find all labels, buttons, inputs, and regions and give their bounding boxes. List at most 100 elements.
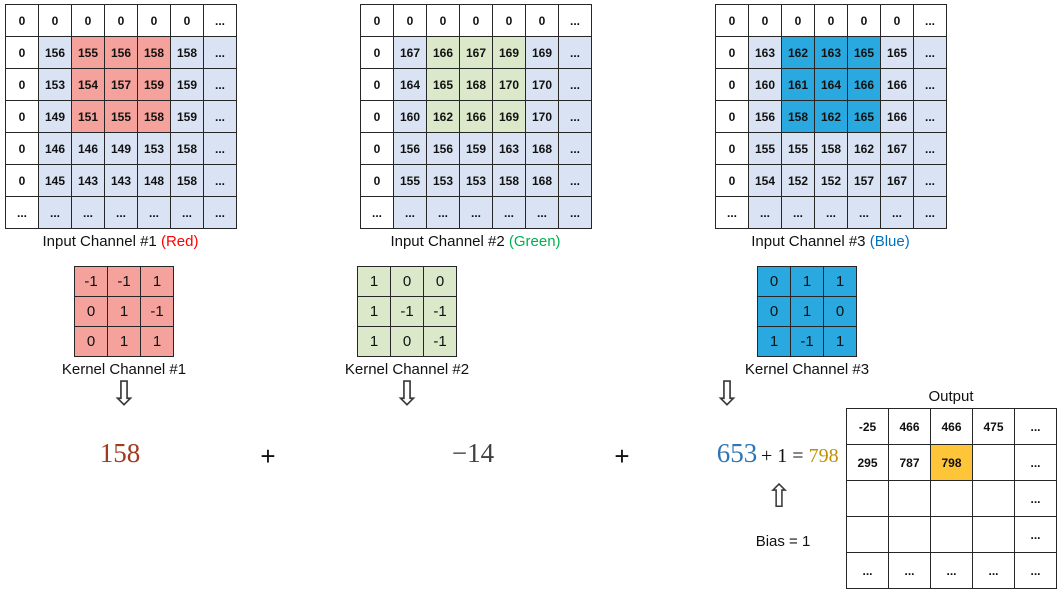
- input-cell: 158: [137, 36, 171, 69]
- input-cell: 152: [781, 164, 815, 197]
- input-cell: 0: [492, 4, 526, 37]
- output-cell: [972, 480, 1015, 517]
- input-cell: 163: [492, 132, 526, 165]
- input-cell: 157: [104, 68, 138, 101]
- output-cell: 466: [888, 408, 931, 445]
- output-cell: ...: [1014, 444, 1057, 481]
- kernel-cell: -1: [390, 296, 424, 327]
- input-cell: 149: [38, 100, 72, 133]
- input-cell: 0: [104, 4, 138, 37]
- input-cell: ...: [781, 196, 815, 229]
- input-cell: 169: [525, 36, 559, 69]
- input-cell: ...: [814, 196, 848, 229]
- output-cell: 787: [888, 444, 931, 481]
- output-cell: ...: [930, 552, 973, 589]
- kernel-cell: 1: [790, 266, 824, 297]
- output-cell: [930, 516, 973, 553]
- input-cell: ...: [558, 164, 592, 197]
- kernel-cell: -1: [423, 296, 457, 327]
- input-cell: 166: [426, 36, 460, 69]
- input-cell: ...: [459, 196, 493, 229]
- input-cell: ...: [170, 196, 204, 229]
- input-cell: 160: [748, 68, 782, 101]
- input-cell: 169: [492, 100, 526, 133]
- input-cell: 165: [426, 68, 460, 101]
- table-row: ...: [846, 516, 1057, 553]
- input-cell: 165: [847, 100, 881, 133]
- input-cell: 170: [525, 100, 559, 133]
- kernel-cell: 0: [390, 266, 424, 297]
- table-row: .....................: [715, 196, 947, 229]
- input-cell: ...: [748, 196, 782, 229]
- input-cell: 0: [5, 4, 39, 37]
- input-channel-3-label-text: Input Channel #3: [751, 233, 870, 250]
- input-cell: 0: [880, 4, 914, 37]
- kernel-cell: 1: [357, 296, 391, 327]
- input-cell: 168: [525, 164, 559, 197]
- input-cell: 0: [715, 100, 749, 133]
- kernel-channel-2-label: Kernel Channel #2: [344, 361, 470, 378]
- input-cell: 0: [426, 4, 460, 37]
- input-cell: ...: [558, 132, 592, 165]
- kernel-cell: 1: [140, 326, 174, 357]
- kernel-cell: 1: [823, 266, 857, 297]
- input-cell: 143: [71, 164, 105, 197]
- input-channel-1-label-color-text: (Red): [160, 233, 199, 250]
- input-cell: 158: [170, 132, 204, 165]
- input-cell: ...: [913, 4, 947, 37]
- input-cell: 145: [38, 164, 72, 197]
- input-cell: 0: [525, 4, 559, 37]
- input-cell: ...: [525, 196, 559, 229]
- input-channel-1-label-text: Input Channel #1: [42, 233, 161, 250]
- input-cell: ...: [203, 196, 237, 229]
- output-cell: 295: [846, 444, 889, 481]
- kernel-cell: 1: [823, 326, 857, 357]
- input-cell: 0: [5, 36, 39, 69]
- input-cell: 153: [38, 68, 72, 101]
- input-cell: ...: [71, 196, 105, 229]
- output-cell: [846, 480, 889, 517]
- input-cell: ...: [203, 100, 237, 133]
- input-channel-1-label: Input Channel #1 (Red): [5, 233, 236, 250]
- input-cell: ...: [203, 68, 237, 101]
- kernel-cell: 1: [357, 266, 391, 297]
- input-cell: 0: [393, 4, 427, 37]
- input-cell: 146: [38, 132, 72, 165]
- kernel-cell: -1: [423, 326, 457, 357]
- input-cell: 158: [814, 132, 848, 165]
- output-cell: [888, 516, 931, 553]
- input-cell: 166: [880, 68, 914, 101]
- input-cell: ...: [38, 196, 72, 229]
- input-channel-2-label-text: Input Channel #2: [390, 233, 509, 250]
- input-cell: 0: [814, 4, 848, 37]
- input-cell: ...: [913, 36, 947, 69]
- input-cell: ...: [558, 36, 592, 69]
- input-cell: ...: [558, 68, 592, 101]
- input-cell: 156: [748, 100, 782, 133]
- input-cell: 0: [715, 164, 749, 197]
- input-cell: ...: [913, 68, 947, 101]
- input-channel-3-label-color-text: (Blue): [869, 233, 910, 250]
- kernel-cell: 1: [357, 326, 391, 357]
- input-cell: 162: [814, 100, 848, 133]
- input-cell: 0: [847, 4, 881, 37]
- output-cell: ...: [1014, 408, 1057, 445]
- channel-1-result: 158: [99, 438, 141, 468]
- input-cell: 165: [880, 36, 914, 69]
